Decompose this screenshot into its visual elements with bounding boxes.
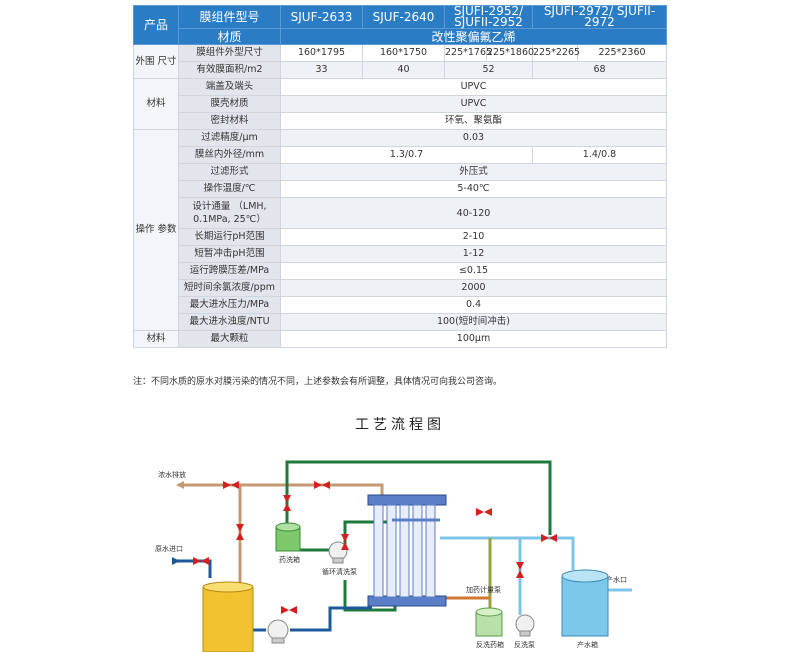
dosing-pump-label: 加药计量泵 [466,585,501,594]
valve-icon [341,542,349,550]
spec-table: 产品 膜组件型号 SJUF-2633 SJUF-2640 SJUFI-2952/… [133,5,667,348]
valve-icon [283,495,291,503]
backwash-pump-label: 反洗泵 [514,640,535,649]
product-header: 产品 [133,5,179,45]
cell: 外压式 [280,163,667,181]
feed-pump-icon [267,619,289,644]
valve-icons [193,481,557,614]
product-tank [561,569,609,637]
cell: 160*1795 [280,44,363,62]
cell: 225*1765 [444,44,492,62]
category-materials-2: 材料 [133,330,179,348]
row-label: 短暂冲击pH范围 [178,245,281,263]
circulation-pump-icon [328,541,348,564]
row-label: 最大颗粒 [178,330,281,348]
table-note: 注：不同水质的原水对膜污染的情况不同，上述参数会有所调整，具体情况可向我公司咨询… [133,377,503,387]
backwash-pump-icon [515,614,535,637]
cell: 0.03 [280,129,667,147]
product-tank-label: 产水箱 [577,640,598,649]
chemical-tank [275,522,301,552]
raw-inlet-label: 原水进口 [155,544,183,553]
drain-label: 浓水排放 [158,470,186,479]
backwash-tank-label: 反洗药箱 [476,640,504,649]
model-2972: SJUFI-2972/ SJUFII-2972 [532,5,667,29]
product-outlet-label: 产水口 [606,575,627,584]
backwash-tank [475,607,503,637]
inlet-arrow-icon [172,557,180,565]
cell: 5-40℃ [280,180,667,198]
valve-icon [201,557,209,565]
material-label: 材质 [178,28,281,45]
cell: 环氧、聚氨酯 [280,112,667,130]
row-label: 最大进水浊度/NTU [178,313,281,331]
valve-icon [484,508,492,516]
row-label: 膜壳材质 [178,95,281,113]
valve-icon [322,481,330,489]
row-label: 膜丝内外径/mm [178,146,281,164]
valve-icon [549,534,557,542]
model-2633: SJUF-2633 [280,5,363,29]
valve-icon [516,562,524,570]
model-2640: SJUF-2640 [362,5,445,29]
cell: 100μm [280,330,667,348]
cell: 225*2360 [577,44,667,62]
row-label: 运行跨膜压差/MPa [178,262,281,280]
drain-arrow-icon [176,481,184,489]
category-dimensions: 外围 尺寸 [133,44,179,79]
row-label: 短时间余氯浓度/ppm [178,279,281,297]
cell: 225*2265 [532,44,580,62]
cell: 0.4 [280,296,667,314]
valve-icon [281,606,289,614]
valve-icon [289,606,297,614]
valve-icon [476,508,484,516]
valve-icon [223,481,231,489]
valve-icon [231,481,239,489]
valve-icon [516,570,524,578]
valve-icon [193,557,201,565]
valve-icon [236,524,244,532]
cell: 2000 [280,279,667,297]
valve-icon [341,534,349,542]
cell: 40-120 [280,197,667,229]
valve-icon [236,532,244,540]
row-label: 膜组件外型尺寸 [178,44,281,62]
valve-icon [314,481,322,489]
row-label: 长期运行pH范围 [178,228,281,246]
valve-icon [541,534,549,542]
membrane-module-rack [367,494,447,607]
cell: 1-12 [280,245,667,263]
cell: 100(短时间冲击) [280,313,667,331]
cell: 1.3/0.7 [280,146,533,164]
row-label: 过滤精度/μm [178,129,281,147]
raw-water-tank [202,581,254,652]
row-label: 设计通量 （LMH, 0.1MPa, 25℃） [178,197,281,229]
valve-icon [283,503,291,511]
circ-pump-label: 循环清洗泵 [322,567,357,576]
category-materials: 材料 [133,78,179,130]
cell: UPVC [280,95,667,113]
flow-title: 工艺流程图 [355,417,445,433]
category-operating: 操作 参数 [133,129,179,331]
chem-tank-label: 药洗箱 [279,555,300,564]
row-label: 过滤形式 [178,163,281,181]
model-2952: SJUFI-2952/ SJUFII-2952 [444,5,533,29]
row-label: 密封材料 [178,112,281,130]
row-label: 最大进水压力/MPa [178,296,281,314]
cell: 2-10 [280,228,667,246]
